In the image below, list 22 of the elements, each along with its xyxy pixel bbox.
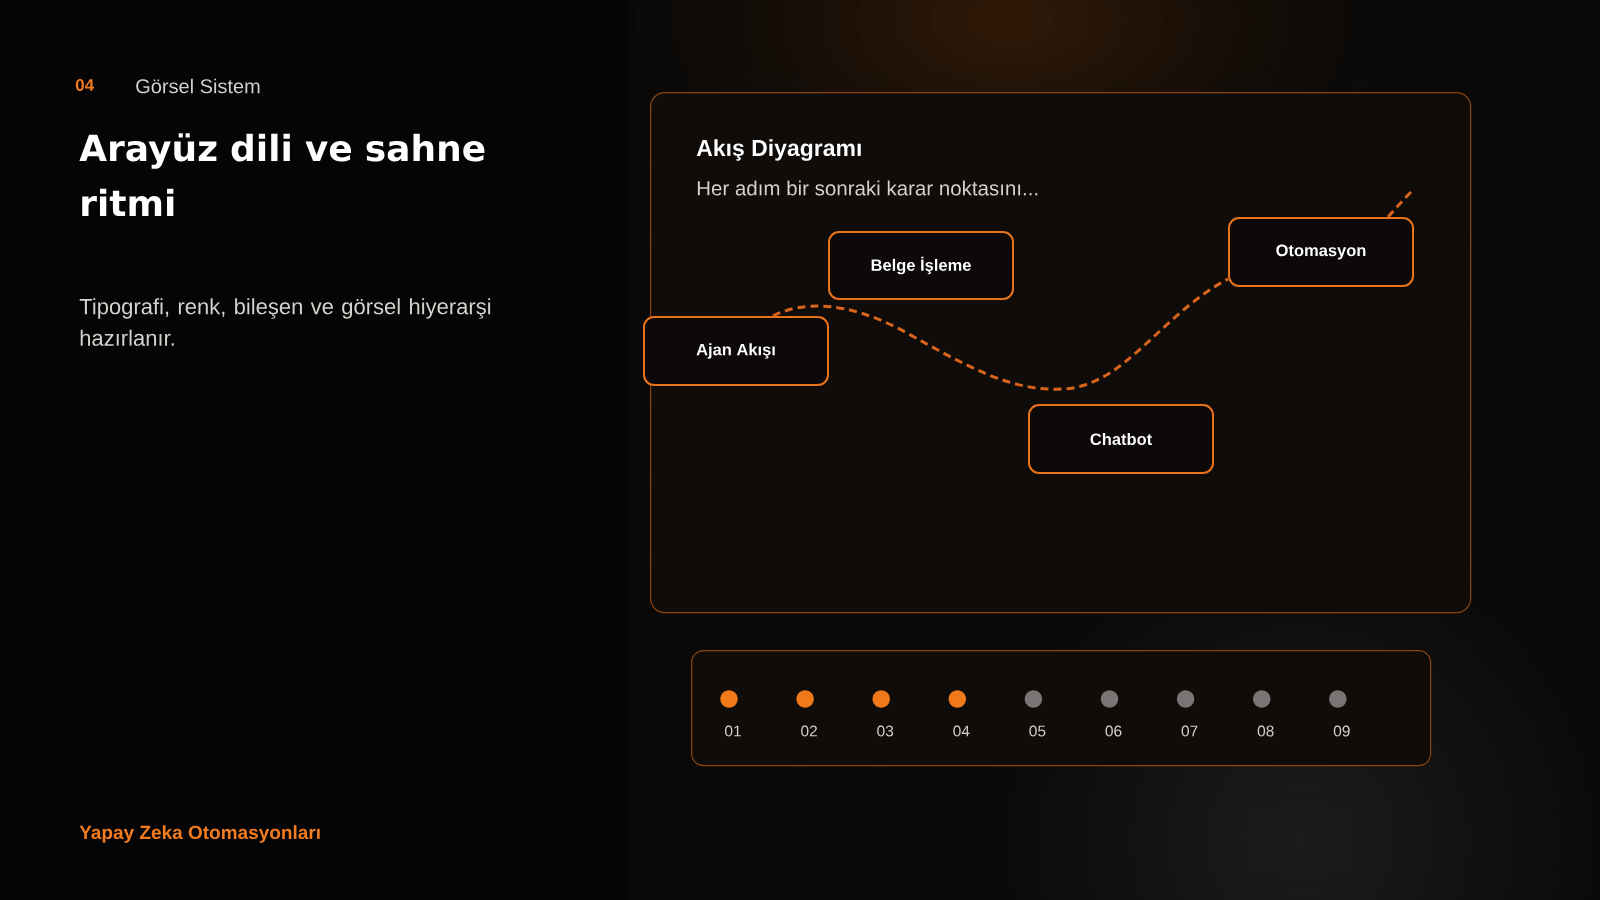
step-number: 02 <box>801 725 817 737</box>
footer-text: Yapay Zeka Otomasyonları <box>79 825 320 843</box>
step-number: 03 <box>877 725 894 737</box>
dashed-curve <box>772 277 1229 391</box>
step-number: 05 <box>1029 725 1046 737</box>
description-text: Tipografi, renk, bileşen ve görsel hiyerarşi hazırlanır. <box>79 298 491 346</box>
process-box: Chatbot <box>1028 404 1214 474</box>
step-indicator <box>691 650 1432 767</box>
step-number: 07 <box>1181 725 1198 737</box>
step-number: 09 <box>1333 725 1350 737</box>
step-number: 08 <box>1257 725 1274 737</box>
section-number: 04 <box>75 79 94 92</box>
dashed-line <box>1386 188 1415 218</box>
step-number: 01 <box>725 725 741 737</box>
slide-title: Arayüz dili ve sahne ritmi <box>79 133 485 217</box>
process-box: Belge İşleme <box>828 231 1014 300</box>
section-name: Görsel Sistem <box>136 78 260 94</box>
card-heading: Akış Diyagramı <box>696 139 861 161</box>
step-number: 04 <box>953 725 970 737</box>
process-box: Otomasyon <box>1228 217 1414 287</box>
card-subtitle: Her adım bir sonraki karar noktasını... <box>697 180 1038 196</box>
step-number: 06 <box>1105 725 1122 737</box>
